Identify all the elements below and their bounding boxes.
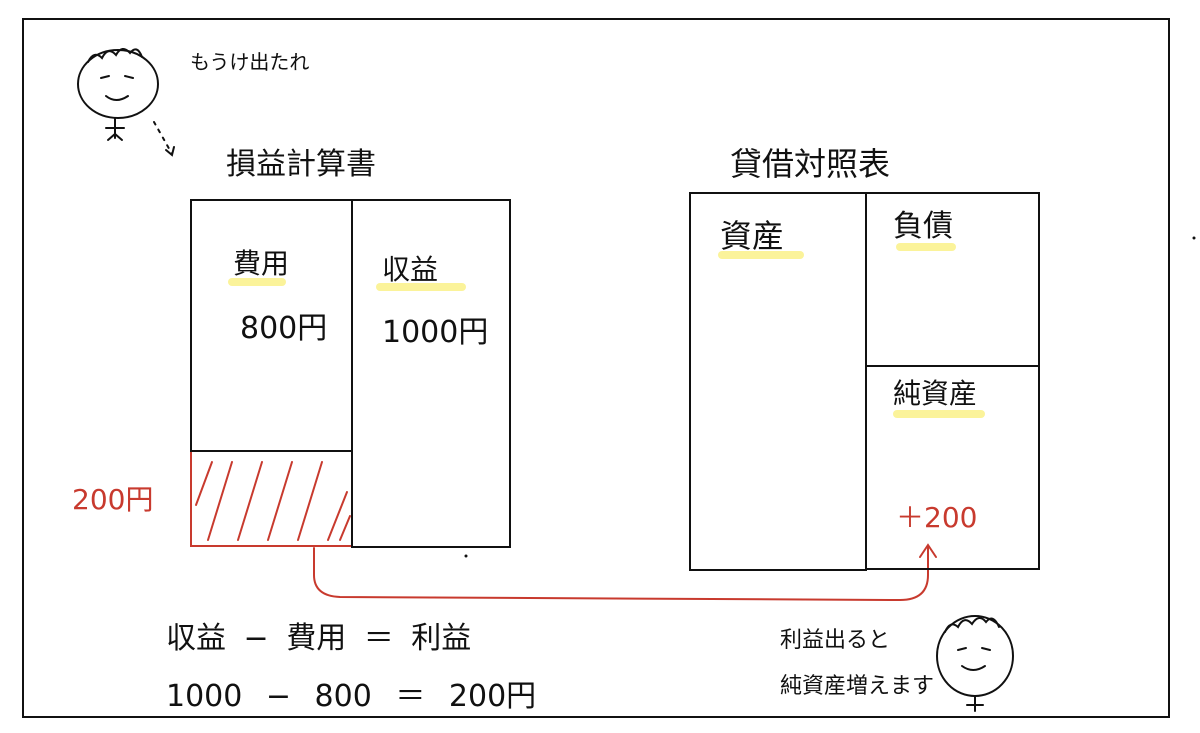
profit-amount: 200円: [72, 486, 153, 514]
assets-label: 資産: [720, 220, 784, 252]
revenue-label: 収益: [382, 256, 438, 284]
bottom-speech-line1: 利益出ると: [780, 630, 890, 652]
dotted-pointer: [154, 122, 174, 155]
smiling-face-icon-top: [78, 49, 158, 140]
bottom-speech-line2: 純資産増えます: [780, 676, 934, 698]
net-assets-increase: ＋200: [896, 504, 977, 532]
balance-sheet-title: 貸借対照表: [730, 148, 890, 180]
top-speech: もうけ出たれ: [190, 52, 309, 72]
expenses-amount: 800円: [240, 314, 327, 344]
liabilities-label: 負債: [893, 212, 953, 242]
formula-numbers: 1000 − 800 ＝ 200円: [166, 682, 536, 712]
revenue-amount: 1000円: [382, 318, 488, 348]
profit-hatch: [191, 452, 352, 546]
liabilities-highlight: [896, 243, 956, 251]
formula-words: 収益 − 費用 ＝ 利益: [166, 624, 471, 654]
smiling-face-icon-bottom: [937, 616, 1013, 711]
net-assets-highlight: [893, 410, 985, 418]
net-assets-label: 純資産: [893, 380, 977, 408]
expenses-label: 費用: [233, 250, 289, 278]
revenue-box: [351, 199, 511, 548]
income-statement-title: 損益計算書: [226, 150, 376, 180]
